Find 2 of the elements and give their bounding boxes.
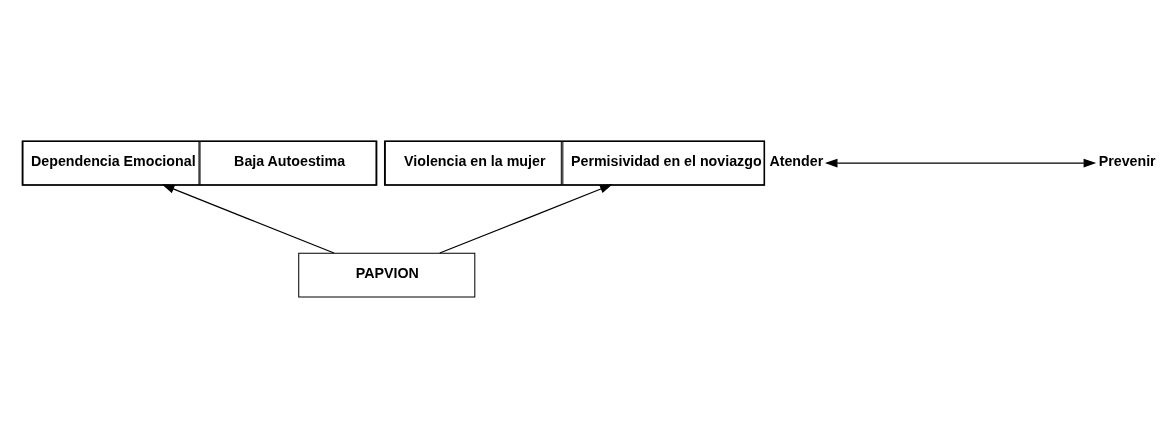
node-text: Atender	[769, 152, 824, 169]
node-text: Prevenir	[1098, 152, 1156, 169]
